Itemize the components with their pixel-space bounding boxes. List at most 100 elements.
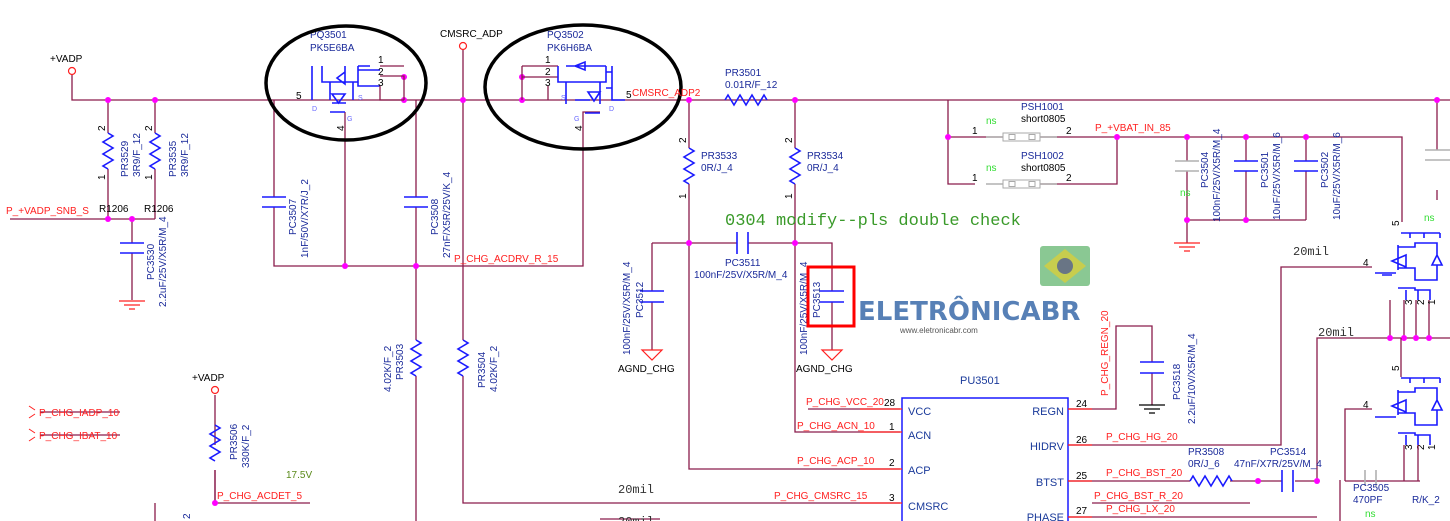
short-psh1001[interactable]: PSH1001 short0805 ns 1 2 [972,102,1072,142]
pin-name: VCC [908,406,931,418]
short-psh1002[interactable]: PSH1002 short0805 ns 1 2 [972,151,1072,189]
watermark-url: www.eletronicabr.com [899,326,978,335]
pin-num: 1 [889,422,895,433]
pin-num: 1 [144,174,155,180]
pin-num: 2 [678,137,689,143]
net-label-bst-r: P_CHG_BST_R_20 [1094,491,1183,502]
capacitor-pc3530[interactable]: PC3530 2.2uF/25V/X5R/M_4 [120,216,169,307]
value-label: 47nF/X7R/25V/M_4 [1234,459,1322,470]
pin-letter: G [574,116,579,123]
value-label-partial: 2 [182,513,193,519]
mosfet-right-lower[interactable]: 5 4 3 2 1 [1344,338,1444,482]
ref-label: PC3518 [1172,363,1183,400]
net-label: P_CHG_CMSRC_15 [774,491,868,502]
value-label: 27nF/X5R/25V/K_4 [442,171,453,258]
value-label: 4.02K/F_2 [383,345,394,392]
package-label: R1206 [99,204,129,215]
ref-label: PC3513 [812,281,823,318]
pin-num: 24 [1076,399,1088,410]
pin-num: 1 [678,193,689,199]
pin-num: 2 [1416,444,1427,450]
value-label: 100nF/25V/X5R/M_4 [622,261,633,355]
pin-num: 2 [1066,126,1072,137]
net-label: AGND_CHG [796,364,853,375]
ref-label: PC3507 [288,198,299,235]
port-circle-icon [67,66,77,76]
capacitor-pc3514[interactable]: PC3514 47nF/X7R/25V/M_4 [1234,447,1322,492]
pin-num: 3 [378,78,384,89]
power-label: +VADP [192,373,225,384]
pin-name: PHASE [1027,512,1064,521]
power-port-vadp: +VADP [50,54,83,76]
pin-num: 3 [545,78,551,89]
pin-num: 5 [1391,365,1402,371]
pin-num: 25 [1076,471,1088,482]
power-label: +VADP [50,54,83,65]
watermark-text: ELETRÔNICABR [858,295,1080,327]
pin-num: 2 [144,125,155,131]
pin-num: 5 [296,91,302,102]
ground-icon [640,349,664,361]
resistor-pr3504[interactable]: PR3504 4.02K/F_2 [456,339,500,392]
mosfet-right-upper[interactable]: ns 5 4 3 2 1 [1363,213,1444,305]
capacitor-pc3504[interactable]: ns PC3504 100nF/25V/X5R/M_4 [1175,128,1223,222]
capacitor-pc3518[interactable]: PC3518 2.2uF/10V/X5R/M_4 [1140,333,1198,424]
offpage-connector-icon [28,405,36,442]
ref-label: PR3529 [120,140,131,177]
pin-num: 26 [1076,435,1088,446]
pin-num: 3 [1404,299,1415,305]
value-label: 3R9/F_12 [132,133,143,177]
resistor-pr3508[interactable]: PR3508 0R/J_6 [1188,447,1233,488]
ref-label: PC3504 [1200,151,1211,188]
net-label: P_CHG_LX_20 [1106,504,1175,515]
modify-note: 0304 modify--pls double check [725,212,1021,231]
resistor-pr3503[interactable]: 4.02K/F_2 PR3503 [383,339,423,392]
net-label-ibat: P_CHG_IBAT_10 [39,431,118,442]
value-label: 100nF/25V/X5R/M_4 [799,261,810,355]
resistor-pr3506[interactable]: PR3506 330K/F_2 [208,423,252,468]
highlight-box [806,265,856,328]
ref-label: PR3534 [807,151,844,162]
resistor-pr3534[interactable]: 2 1 PR3534 0R/J_4 [784,137,844,199]
ref-label: PSH1001 [1021,102,1064,113]
capacitor-pc3513[interactable]: PC3513 100nF/25V/X5R/M_4 [799,261,844,355]
ref-label: PU3501 [960,375,1000,387]
capacitor-pc3505[interactable]: PC3505 470PF R/K_2 ns [1353,470,1440,520]
ref-label: PQ3502 [547,30,584,41]
capacitor-pc3508[interactable]: PC3508 27nF/X5R/25V/K_4 [404,171,453,258]
capacitor-pc3501[interactable]: PC3501 10uF/25V/X5R/M_6 [1234,132,1283,220]
mosfet-pq3501[interactable]: PQ3501 PK5E6BA 1 2 3 5 4 D S G [296,30,405,131]
pin-num: 2 [378,67,384,78]
pin-num: 4 [1363,400,1369,411]
resistor-pr3533[interactable]: 2 1 PR3533 0R/J_4 [678,137,738,199]
ground-icon [1139,404,1165,414]
resistor-pr3535[interactable]: 2 1 PR3535 3R9/F_12 R1206 [144,125,191,215]
ref-label: PC3501 [1260,151,1271,188]
capacitor-pc3507[interactable]: PC3507 1nF/50V/X7R/J_2 [262,179,311,258]
resistor-pr3529[interactable]: 2 1 PR3529 3R9/F_12 R1206 [97,125,143,215]
value-label: 100nF/25V/X5R/M_4 [694,270,788,281]
ref-label: PC3502 [1320,151,1331,188]
pin-num: 1 [97,174,108,180]
pin-num: 27 [1076,506,1088,517]
ref-label: PC3505 [1353,483,1390,494]
ic-pu3501[interactable]: PU3501 VCC ACN ACP CMSRC 28 1 2 3 P_CHG_… [774,310,1183,521]
trace-width-label: 20mil [1293,245,1329,259]
pin-num: 2 [1416,299,1427,305]
value-label: 0R/J_4 [807,163,839,174]
pin-num: 2 [97,125,108,131]
net-label: P_CHG_VCC_20 [806,397,884,408]
ref-label: PR3501 [725,68,762,79]
value-label: PK6H6BA [547,43,592,54]
ns-label: ns [1180,188,1191,199]
pin-name: CMSRC [908,501,948,513]
mosfet-pq3502[interactable]: PQ3502 PK6H6BA 1 2 3 5 4 S D G [521,30,632,131]
net-label-vadp-snb: P_+VADP_SNB_S [6,206,89,217]
capacitor-pc3502[interactable]: PC3502 10uF/25V/X5R/M_6 [1294,132,1343,220]
capacitor-pc3512[interactable]: PC3512 100nF/25V/X5R/M_4 [622,261,664,355]
watermark-logo: ELETRÔNICABR www.eletronicabr.com [858,246,1090,335]
pin-num: 1 [1427,299,1438,305]
net-label: P_CHG_ACN_10 [797,421,875,432]
capacitor-pc3511[interactable]: PC3511 100nF/25V/X5R/M_4 [694,232,788,281]
resistor-pr3501[interactable]: PR3501 0.01R/F_12 [724,68,778,107]
